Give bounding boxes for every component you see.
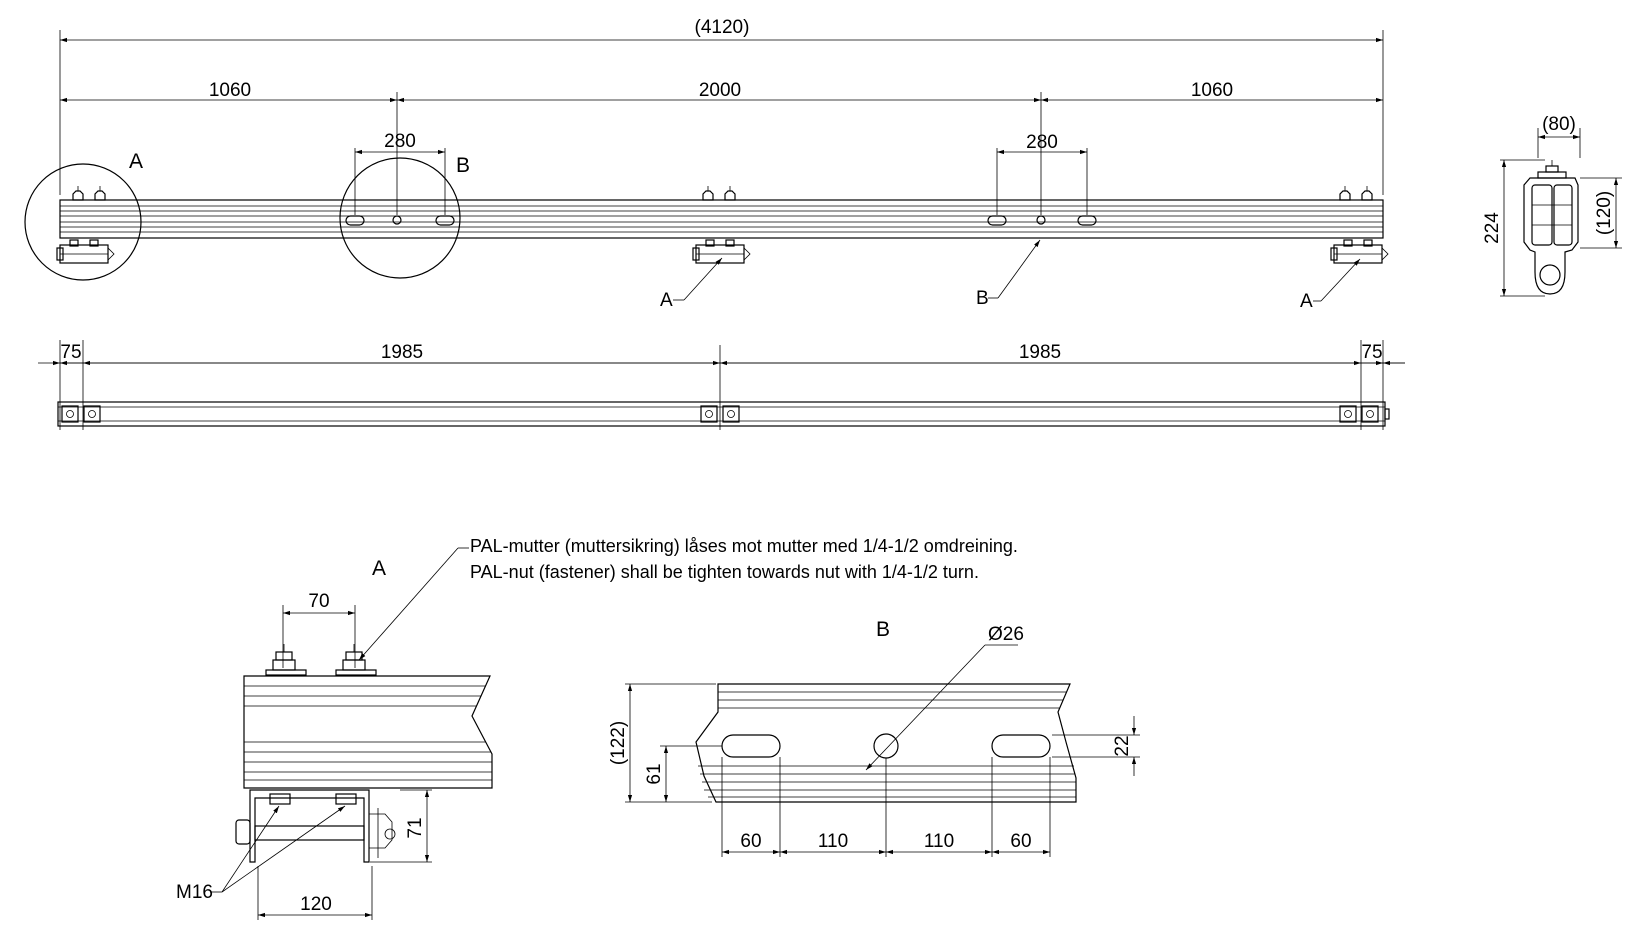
hole-spacing-right-dim: 280 xyxy=(1026,132,1058,153)
end-right-dim: 75 xyxy=(1361,342,1382,363)
side-view: (80) 224 (120) xyxy=(1482,114,1622,297)
b-profile-height-dim: (122) xyxy=(608,721,629,765)
note-line-norwegian: PAL-mutter (muttersikring) låses mot mut… xyxy=(470,536,1018,556)
b-gap2-dim: 110 xyxy=(924,831,954,852)
segment-left-dim: 1060 xyxy=(209,80,251,101)
side-width-dim: (80) xyxy=(1542,114,1576,135)
a-bracket-width-dim: 120 xyxy=(300,894,332,915)
detail-b-title: B xyxy=(876,618,890,641)
brackets xyxy=(56,239,1389,264)
front-view: (4120) 1060 2000 1060 280 280 xyxy=(24,17,1389,312)
leader-label-b: B xyxy=(976,288,989,309)
segment-right-dim: 1060 xyxy=(1191,80,1233,101)
bolt-size-label: M16 xyxy=(176,882,213,903)
rail-front xyxy=(59,199,1384,239)
detail-a: A 70 71 xyxy=(176,557,493,920)
leader-label-a-right: A xyxy=(1300,291,1313,312)
b-hole-diameter-dim: Ø26 xyxy=(988,624,1024,645)
b-slot2-dim: 60 xyxy=(1010,831,1031,852)
detail-circle-a xyxy=(24,163,142,281)
circle-label-a: A xyxy=(129,150,143,173)
segment-middle-dim: 2000 xyxy=(699,80,741,101)
hole-spacing-left-dim: 280 xyxy=(384,131,416,152)
top-view: 75 1985 1985 75 xyxy=(38,340,1405,430)
circle-label-b: B xyxy=(456,154,470,177)
detail-circle-b xyxy=(339,157,461,279)
b-slot-height-dim: 22 xyxy=(1112,735,1133,756)
half-right-dim: 1985 xyxy=(1019,342,1061,363)
side-height-dim: 224 xyxy=(1482,212,1503,244)
b-gap1-dim: 110 xyxy=(818,831,848,852)
detail-a-title: A xyxy=(372,557,386,580)
note-line-english: PAL-nut (fastener) shall be tighten towa… xyxy=(470,562,979,582)
a-bolt-spacing-dim: 70 xyxy=(308,591,329,612)
rail-holes xyxy=(345,215,1097,226)
end-left-dim: 75 xyxy=(60,342,81,363)
overall-length-dim: (4120) xyxy=(695,17,750,38)
a-bracket-height-dim: 71 xyxy=(405,817,426,838)
b-center-height-dim: 61 xyxy=(644,763,665,784)
side-profile-dim: (120) xyxy=(1594,191,1615,235)
top-view-bolt-pads xyxy=(61,405,1379,423)
b-slot1-dim: 60 xyxy=(740,831,761,852)
detail-b: B Ø26 (122) 61 22 xyxy=(608,618,1140,857)
top-bolts xyxy=(72,186,1373,201)
half-left-dim: 1985 xyxy=(381,342,423,363)
leader-label-a-middle: A xyxy=(660,290,673,311)
